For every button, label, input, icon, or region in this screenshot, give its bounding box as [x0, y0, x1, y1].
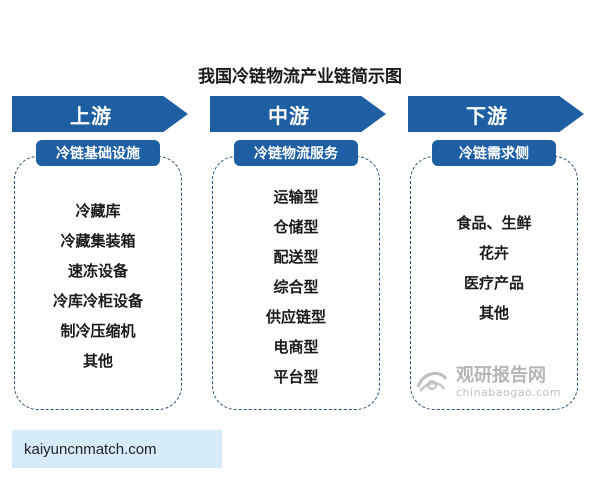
- list-item: 平台型: [273, 368, 319, 386]
- downstream-category-badge: 冷链需求侧: [432, 140, 556, 166]
- upstream-item-list: 冷藏库 冷藏集装箱 速冻设备 冷库冷柜设备 制冷压缩机 其他: [12, 196, 184, 376]
- watermark-name: 观研报告网: [456, 364, 546, 386]
- list-item: 供应链型: [265, 308, 326, 326]
- upstream-stage-label: 上游: [70, 103, 112, 128]
- watermark-url: chinabaogao.com: [456, 385, 561, 399]
- watermark: 观研报告网 chinabaogao.com: [414, 362, 594, 402]
- downstream-column: 下游 冷链需求侧 食品、生鲜 花卉 医疗产品 其他: [408, 96, 584, 412]
- downstream-category-label: 冷链需求侧: [459, 146, 529, 162]
- midstream-stage-label: 中游: [268, 103, 310, 128]
- list-item: 冷藏库: [75, 202, 121, 220]
- midstream-category-badge: 冷链物流服务: [234, 140, 358, 166]
- downstream-stage-arrow: 下游: [408, 96, 584, 132]
- list-item: 冷库冷柜设备: [52, 292, 143, 310]
- list-item: 配送型: [273, 248, 319, 266]
- list-item: 其他: [478, 304, 509, 322]
- list-item: 冷藏集装箱: [60, 232, 136, 250]
- list-item: 其他: [82, 352, 113, 370]
- upstream-category-label: 冷链基础设施: [56, 146, 140, 162]
- list-item: 花卉: [478, 244, 509, 262]
- downstream-item-list: 食品、生鲜 花卉 医疗产品 其他: [408, 208, 580, 328]
- midstream-stage-arrow: 中游: [210, 96, 386, 132]
- upstream-column: 上游 冷链基础设施 冷藏库 冷藏集装箱 速冻设备 冷库冷柜设备 制冷压缩机 其他: [12, 96, 188, 412]
- list-item: 综合型: [273, 278, 319, 296]
- swirl-logo-icon: [416, 371, 448, 392]
- downstream-stage-label: 下游: [466, 103, 508, 128]
- footer-url-tag: kaiyuncnmatch.com: [12, 430, 222, 468]
- midstream-category-label: 冷链物流服务: [254, 146, 338, 162]
- upstream-category-badge: 冷链基础设施: [36, 140, 160, 166]
- midstream-column: 中游 冷链物流服务 运输型 仓储型 配送型 综合型 供应链型 电商型 平台型: [210, 96, 386, 412]
- list-item: 电商型: [273, 338, 319, 356]
- list-item: 医疗产品: [463, 274, 524, 292]
- list-item: 仓储型: [273, 218, 319, 236]
- list-item: 速冻设备: [67, 262, 128, 280]
- upstream-stage-arrow: 上游: [12, 96, 188, 132]
- list-item: 制冷压缩机: [60, 322, 136, 340]
- list-item: 食品、生鲜: [456, 214, 532, 232]
- list-item: 运输型: [273, 188, 319, 206]
- diagram-title: 我国冷链物流产业链简示图: [198, 67, 402, 87]
- midstream-item-list: 运输型 仓储型 配送型 综合型 供应链型 电商型 平台型: [210, 182, 382, 392]
